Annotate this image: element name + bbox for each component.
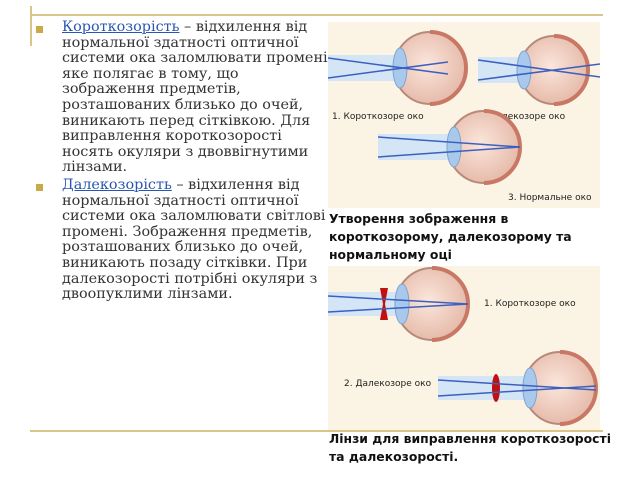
text-column: Короткозорість – відхилення від нормальн… <box>34 19 334 305</box>
eye-focus-diagram: 1. Короткозоре око 2. Далекозоре око 3. … <box>327 30 601 203</box>
term-myopia-link[interactable]: Короткозорість <box>62 19 180 35</box>
bullet-square-icon <box>36 26 43 33</box>
bullet-square-icon <box>36 183 43 191</box>
fig1-label-normal: 3. Нормальне око <box>508 193 592 203</box>
convex-lens-icon <box>492 374 500 402</box>
corrective-lens-figure: 1. Короткозоре око 2. Далекозоре око <box>327 266 600 430</box>
hyperopia-correction-eye-icon <box>437 350 598 426</box>
hyperopia-definition: – відхилення від нормальної здатності оп… <box>62 176 326 303</box>
term-hyperopia-link[interactable]: Далекозорість <box>62 176 172 193</box>
eye-focus-figure: 1. Короткозоре око 2. Далекозоре око 3. … <box>327 22 601 208</box>
header-accent-tick <box>30 6 32 46</box>
hyperopic-eye-icon <box>477 34 601 106</box>
bullet-myopia: Короткозорість – відхилення від нормальн… <box>34 19 334 176</box>
myopia-correction-eye-icon <box>327 266 470 342</box>
fig2-label-hyperopic: 2. Далекозоре око <box>344 379 432 389</box>
fig1-label-myopic: 1. Короткозоре око <box>332 112 424 122</box>
normal-eye-icon <box>377 109 522 185</box>
myopia-definition: – відхилення від нормальної здатності оп… <box>62 19 333 176</box>
figure1-caption: Утворення зображення в короткозорому, да… <box>329 211 572 262</box>
corrective-lens-diagram: 1. Короткозоре око 2. Далекозоре око <box>327 266 598 426</box>
bottom-divider <box>30 430 603 432</box>
concave-lens-icon <box>380 288 388 320</box>
fig1-label-hyperopic: 2. Далекозоре око <box>478 112 566 122</box>
figure2-caption: Лінзи для виправлення короткозорості та … <box>329 431 611 464</box>
top-divider <box>30 14 603 16</box>
fig2-label-myopic: 1. Короткозоре око <box>484 299 576 309</box>
bullet-hyperopia: Далекозорість – відхилення від нормально… <box>34 176 334 303</box>
myopic-eye-icon <box>327 30 468 106</box>
